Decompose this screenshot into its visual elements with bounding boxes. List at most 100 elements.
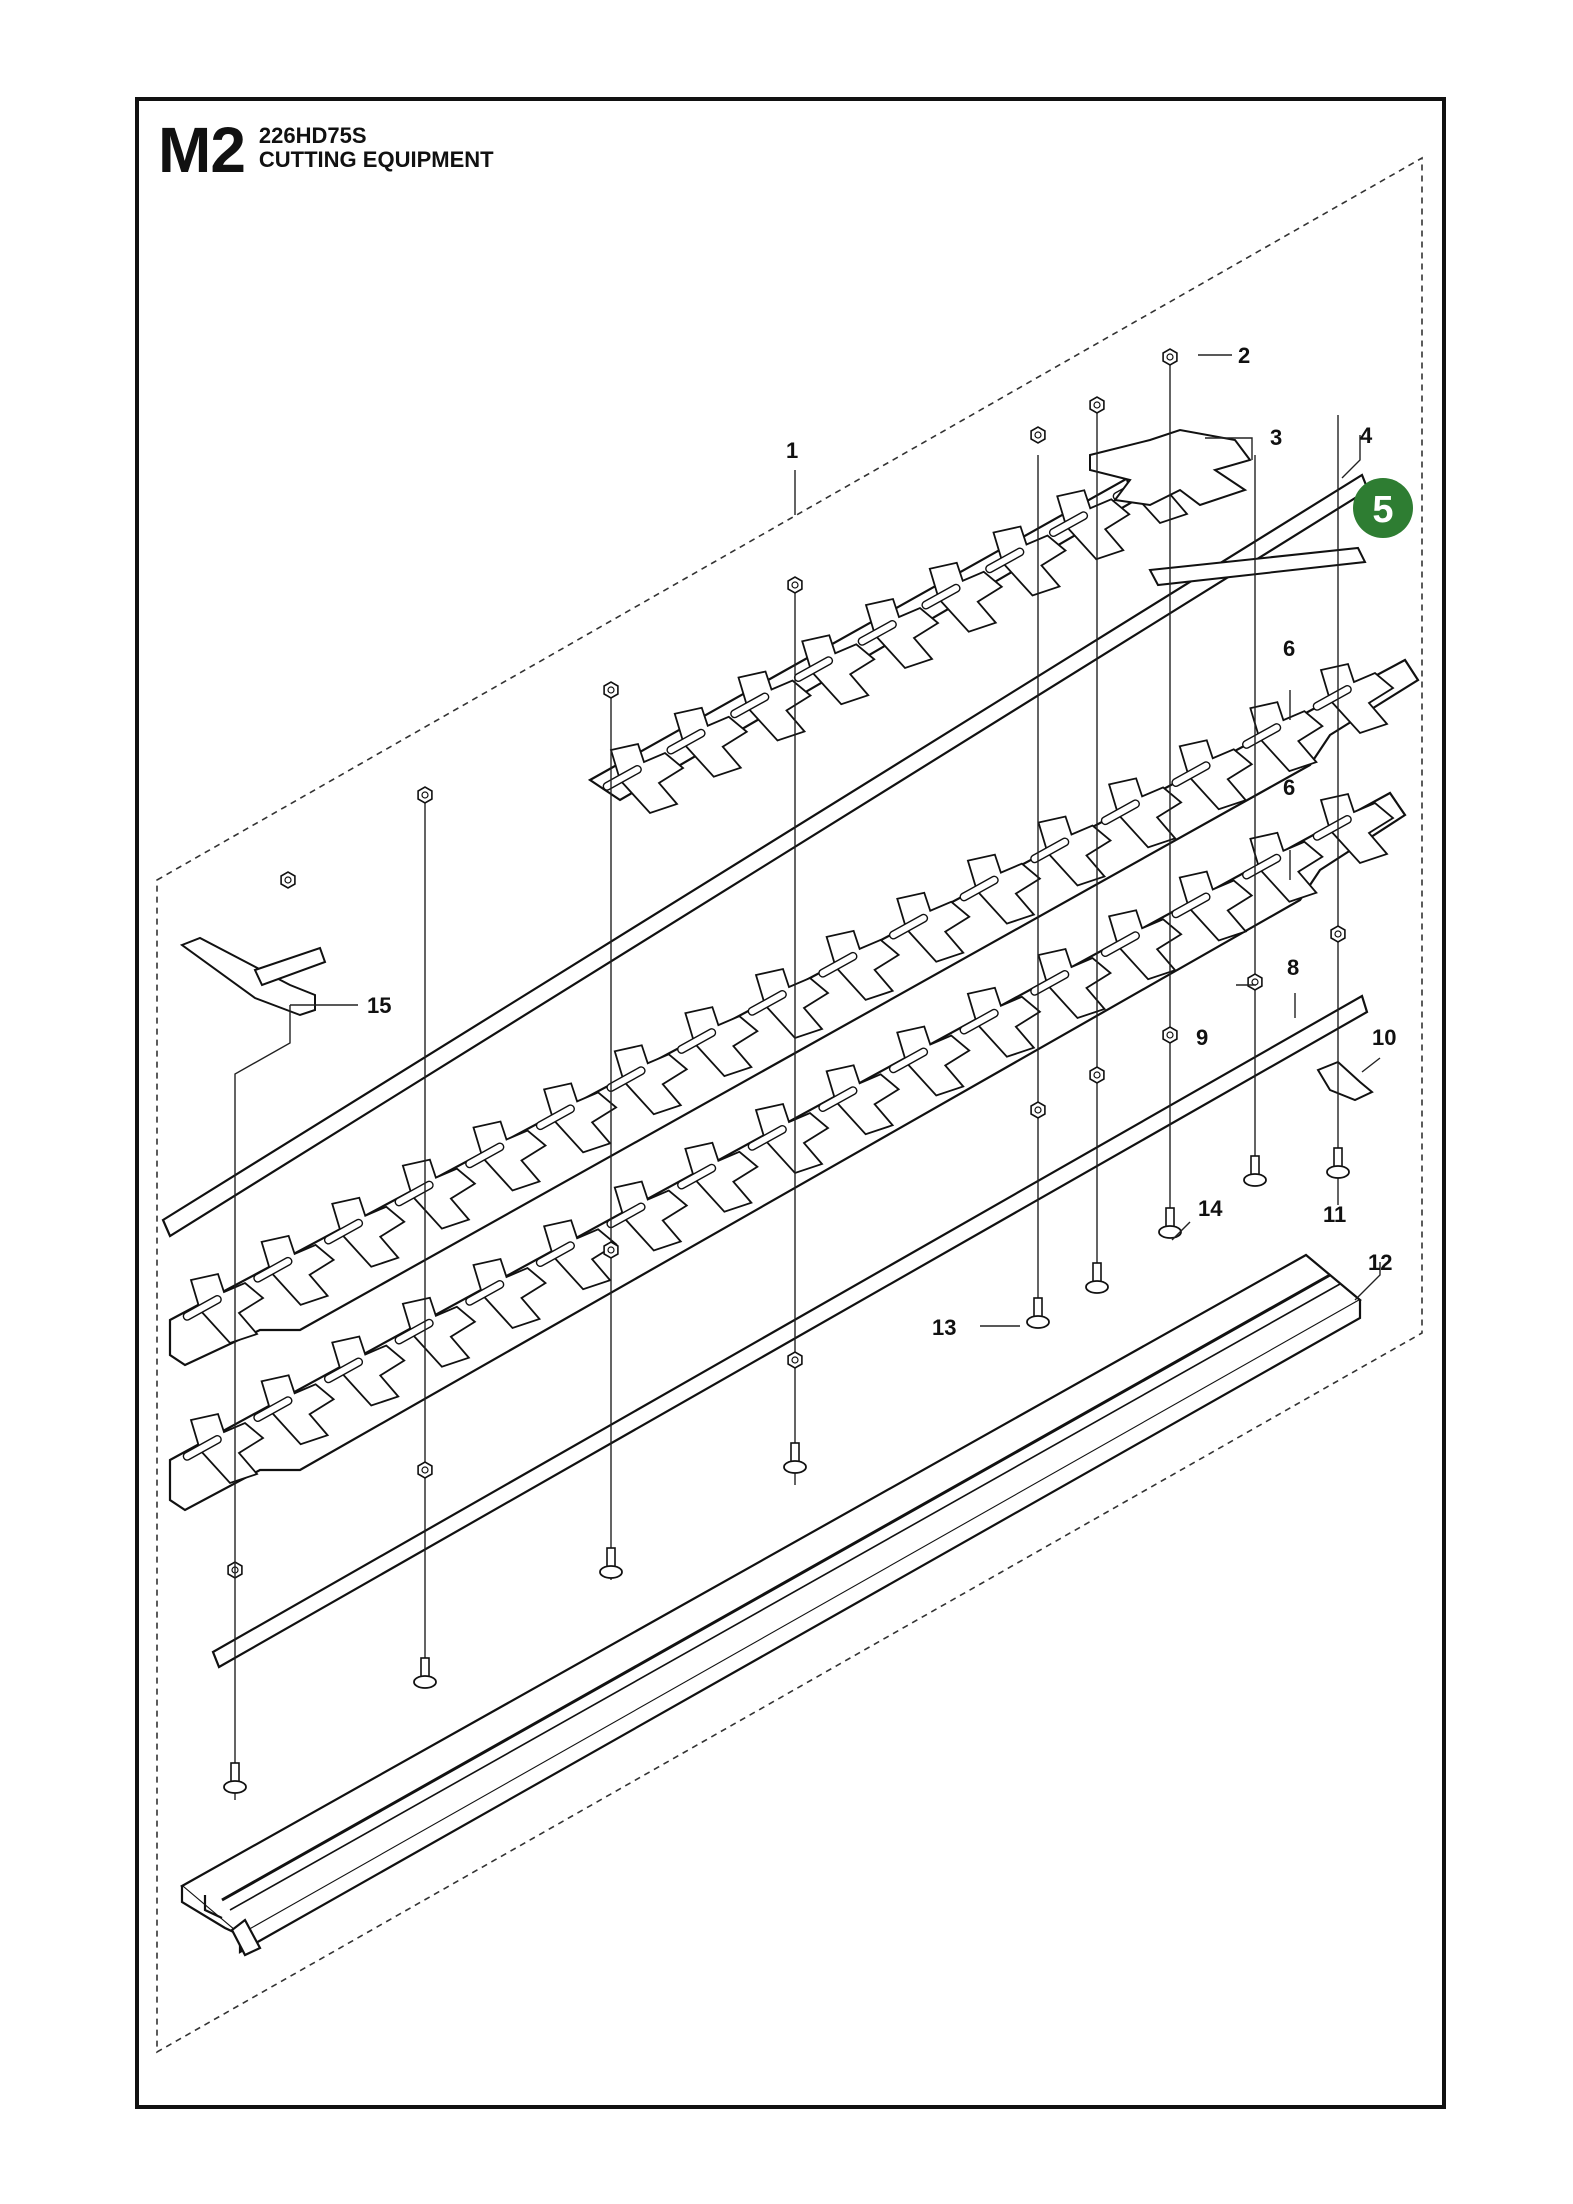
nut-hole [1093, 1071, 1101, 1079]
nut-hole [791, 1356, 799, 1364]
blade-tooth [673, 706, 749, 778]
blade-tooth [542, 1219, 618, 1291]
blade-slot [182, 1295, 222, 1321]
bolt-head [1326, 1165, 1350, 1179]
nut-hole [284, 876, 292, 884]
fasteners [223, 348, 1350, 1794]
bolt-head [1026, 1315, 1050, 1329]
blade-slot [1242, 723, 1282, 749]
blade-slot [888, 1047, 929, 1074]
blade-slot [1171, 892, 1211, 919]
blade-slot [857, 620, 897, 646]
nut-hole [1166, 353, 1174, 361]
blade-tooth [825, 1064, 901, 1136]
blade-slot [959, 1008, 999, 1035]
blade-slot [1242, 853, 1282, 880]
blade-tooth [737, 670, 813, 742]
bolt-head [413, 1675, 437, 1689]
bolt-head [783, 1460, 807, 1474]
highlight-badge: 5 [1353, 478, 1413, 538]
nut-hole [1034, 1106, 1042, 1114]
blade-tooth [684, 1006, 759, 1078]
callout-6-upper: 6 [1283, 636, 1295, 661]
blade-tooth [801, 634, 876, 706]
nut-hole [791, 581, 799, 589]
blade-tooth [260, 1234, 336, 1306]
blade-slot [323, 1218, 364, 1245]
blade-tooth [896, 891, 971, 963]
nut-hole [1334, 930, 1342, 938]
blade-slot [1030, 837, 1070, 864]
callout-13: 13 [932, 1315, 956, 1340]
blade-tooth [401, 1296, 477, 1368]
nut-hole [421, 791, 429, 799]
callout-2: 2 [1238, 343, 1250, 368]
blade-slot [1030, 970, 1070, 996]
callout-4: 4 [1360, 423, 1373, 448]
blade-slot [730, 692, 770, 719]
blade-slot [465, 1280, 505, 1306]
blade-slot [253, 1256, 293, 1283]
blade-tooth [896, 1025, 971, 1097]
blade-tooth [260, 1374, 336, 1446]
blade-tooth [613, 1044, 689, 1116]
callout-1: 1 [786, 438, 798, 463]
blade-slot [465, 1142, 505, 1169]
blade-tooth [472, 1120, 548, 1192]
blade-slot [666, 728, 706, 755]
blade-slot [985, 547, 1025, 574]
blade-slot [1171, 761, 1211, 788]
highlight-badge-label: 5 [1372, 489, 1393, 531]
blade-slot [606, 1202, 646, 1229]
blade-tooth [966, 853, 1042, 925]
bolt-head [1085, 1280, 1109, 1294]
blade-tooth [189, 1272, 265, 1345]
blade-tooth [1037, 947, 1113, 1020]
blade-slot [1312, 685, 1352, 711]
blade-tooth [1056, 489, 1131, 561]
bolt-head [1158, 1225, 1182, 1239]
nut-hole [607, 1246, 615, 1254]
blade-slot [747, 1125, 787, 1151]
bolt-head [599, 1565, 623, 1579]
blade-tooth [754, 967, 830, 1040]
assembly-boundary [156, 156, 1423, 2054]
blade-tooth [331, 1196, 406, 1268]
blade-slot [253, 1396, 293, 1423]
blade-slot [606, 1066, 646, 1093]
bolt-head [1243, 1173, 1267, 1187]
nut-hole [1251, 978, 1259, 986]
blade-slot [535, 1104, 575, 1131]
leader-lines [234, 354, 1381, 1610]
blade-slot [1100, 799, 1140, 826]
model-number: 226HD75S [258, 123, 367, 148]
blade-tooth [401, 1158, 477, 1230]
section-code: M2 [158, 114, 246, 186]
blade-tooth [864, 597, 940, 670]
blade-tooth [1319, 792, 1395, 865]
blade-slot [394, 1318, 434, 1345]
blade-tooth [825, 929, 901, 1001]
blade-tooth [1249, 701, 1324, 773]
callout-14: 14 [1198, 1196, 1223, 1221]
blade-tooth [1107, 777, 1183, 849]
blade-tooth [331, 1335, 406, 1407]
lower-bar-plate [211, 994, 1369, 1669]
upper-blade-teeth [182, 662, 1395, 1345]
diagram-header: M2 226HD75S CUTTING EQUIPMENT [158, 118, 494, 182]
blade-slot [747, 990, 787, 1016]
callout-11: 11 [1323, 1202, 1346, 1227]
blade-slot [818, 951, 858, 978]
blade-slot [921, 583, 961, 610]
blade-tooth [609, 742, 685, 815]
blade-tooth [1249, 831, 1324, 903]
callout-3: 3 [1270, 425, 1282, 450]
blade-tooth [189, 1412, 265, 1485]
blade-tooth [1037, 815, 1113, 887]
blade-slot [1048, 511, 1089, 538]
blade-tooth [1178, 739, 1254, 811]
blade-slot [1312, 815, 1352, 841]
nut-hole [421, 1466, 429, 1474]
callout-10: 10 [1372, 1025, 1396, 1050]
